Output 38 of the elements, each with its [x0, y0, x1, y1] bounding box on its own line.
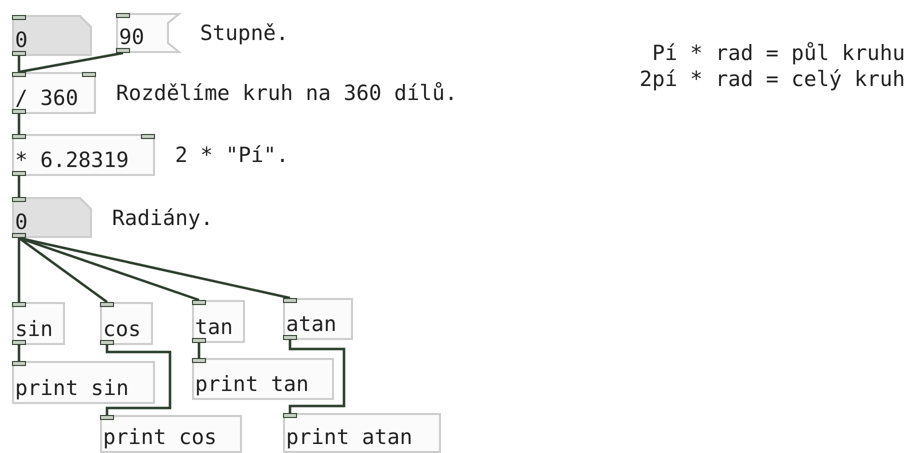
- object-box: [12, 361, 155, 404]
- comment-text: Radiány.: [112, 206, 214, 230]
- patch-cord: [18, 114, 20, 134]
- object-label: atan: [286, 312, 337, 336]
- object-box: [192, 358, 334, 400]
- object-box: [12, 302, 65, 345]
- object-box: [100, 415, 242, 453]
- patch-cord: [106, 345, 172, 415]
- comment-text: Pí * rad = půl kruhu: [651, 40, 905, 66]
- object-box: [283, 298, 353, 340]
- comment-text: Rozdělíme kruh na 360 dílů.: [116, 81, 458, 105]
- patch-cord: [198, 343, 200, 358]
- object-box: [100, 302, 153, 345]
- object-label: print cos: [103, 425, 217, 449]
- object-label: tan: [195, 315, 233, 339]
- object-label: sin: [15, 317, 53, 341]
- patch-cord: [18, 52, 124, 74]
- object-label: print atan: [286, 425, 412, 449]
- patch-cord: [18, 238, 20, 302]
- patch-cord: [18, 345, 20, 361]
- object-label: * 6.28319: [15, 148, 129, 172]
- object-box: [192, 300, 245, 343]
- object-label: print tan: [195, 372, 309, 396]
- patch-cord: [18, 56, 20, 72]
- object-label: cos: [103, 317, 141, 341]
- object-box: [283, 413, 441, 453]
- patch-cord: [18, 236, 108, 304]
- object-label: 0: [15, 28, 28, 52]
- object-label: print sin: [15, 376, 129, 400]
- object-label: / 360: [15, 86, 78, 110]
- comment-text: 2 * "Pí".: [175, 143, 289, 167]
- patch-cord: [288, 340, 346, 413]
- comment-text: 2pí * rad = celý kruh: [639, 66, 905, 92]
- object-label: 90: [119, 25, 144, 49]
- object-label: 0: [15, 210, 28, 234]
- comment-text: Stupně.: [200, 21, 289, 45]
- number-box: [12, 15, 92, 56]
- patch-cord: [18, 176, 20, 197]
